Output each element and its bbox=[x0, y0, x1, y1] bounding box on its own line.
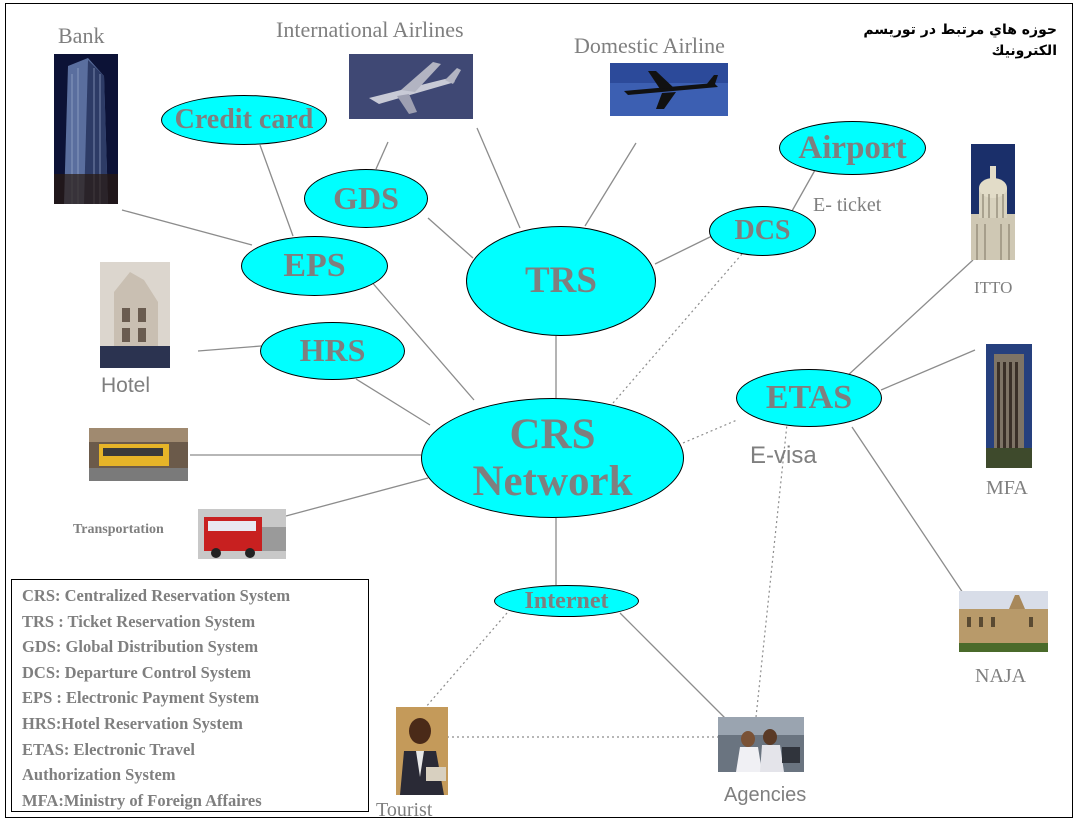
bank-building-image bbox=[54, 54, 118, 204]
airport-node-label: Airport bbox=[798, 129, 907, 166]
dcs-node[interactable]: DCS bbox=[709, 206, 816, 256]
line-etas-naja bbox=[851, 426, 964, 594]
internet-node[interactable]: Internet bbox=[494, 585, 639, 617]
eps-node-label: EPS bbox=[283, 247, 346, 285]
gds-node[interactable]: GDS bbox=[304, 169, 428, 228]
crs-node-label: CRS bbox=[509, 410, 596, 458]
tourist-label: Tourist bbox=[376, 799, 433, 821]
legend-item-gds: GDS: Global Distribution System bbox=[22, 637, 259, 657]
page-title: حوزه هاي مرتبط در توريسم الكترونيك bbox=[863, 22, 1057, 59]
abbreviation-legend: CRS: Centralized Reservation System TRS … bbox=[11, 579, 369, 812]
legend-item-dcs: DCS: Departure Control System bbox=[22, 662, 251, 682]
crs-node-network-label: Network bbox=[472, 458, 633, 505]
line-creditcard-eps bbox=[259, 144, 294, 237]
airport-node[interactable]: Airport bbox=[779, 121, 926, 175]
domestic-airplane-image bbox=[610, 63, 728, 116]
trs-node-label: TRS bbox=[525, 259, 597, 301]
international-airplane-image bbox=[349, 54, 473, 119]
mfa-label: MFA bbox=[986, 477, 1028, 499]
agencies-label: Agencies bbox=[724, 784, 807, 806]
crs-network-node[interactable]: CRS Network bbox=[421, 398, 684, 518]
e-ticket-label: E- ticket bbox=[813, 194, 882, 216]
line-trs-domestic bbox=[584, 142, 637, 227]
line-gds-intl bbox=[375, 141, 389, 170]
etas-node-label: ETAS bbox=[765, 379, 853, 417]
legend-item-mfa: MFA:Ministry of Foreign Affaires bbox=[22, 790, 262, 810]
line-hotel-hrs bbox=[197, 345, 262, 352]
dotted-agencies-etas bbox=[755, 423, 788, 718]
mfa-building-image bbox=[986, 344, 1032, 468]
itto-building-image bbox=[971, 144, 1015, 260]
naja-building-image bbox=[959, 591, 1048, 652]
credit-card-node-label: Credit card bbox=[174, 103, 314, 135]
tourist-photo-image bbox=[396, 707, 448, 795]
dotted-crs-etas bbox=[682, 419, 738, 444]
legend-item-hrs: HRS:Hotel Reservation System bbox=[22, 713, 243, 733]
line-crs-eps bbox=[369, 279, 475, 401]
gds-node-label: GDS bbox=[333, 179, 399, 216]
line-crs-hrs bbox=[355, 378, 431, 426]
naja-label: NAJA bbox=[975, 665, 1027, 687]
credit-card-node[interactable]: Credit card bbox=[161, 95, 327, 145]
tram-image bbox=[89, 428, 188, 481]
legend-item-trs: TRS : Ticket Reservation System bbox=[22, 611, 256, 631]
hrs-node[interactable]: HRS bbox=[260, 322, 405, 380]
bank-label: Bank bbox=[58, 23, 105, 48]
hotel-label: Hotel bbox=[101, 374, 151, 397]
internet-node-label: Internet bbox=[524, 587, 609, 614]
eps-node[interactable]: EPS bbox=[241, 236, 388, 296]
transportation-label: Transportation bbox=[73, 522, 164, 537]
legend-item-etas-cont: Authorization System bbox=[22, 765, 176, 785]
legend-item-crs: CRS: Centralized Reservation System bbox=[22, 586, 291, 605]
line-bank-eps bbox=[121, 209, 253, 246]
trs-node[interactable]: TRS bbox=[466, 226, 656, 336]
e-visa-label: E-visa bbox=[750, 442, 817, 469]
international-airlines-label: International Airlines bbox=[276, 17, 464, 42]
line-trs-intl bbox=[476, 127, 521, 229]
line-trs-dcs bbox=[654, 235, 713, 265]
line-etas-itto bbox=[845, 259, 974, 378]
hotel-building-image bbox=[100, 262, 170, 368]
domestic-airline-label: Domestic Airline bbox=[574, 33, 725, 58]
line-etas-mfa bbox=[880, 349, 976, 391]
hrs-node-label: HRS bbox=[299, 332, 366, 369]
line-trs-gds bbox=[427, 217, 474, 259]
dcs-node-label: DCS bbox=[734, 214, 791, 246]
legend-item-eps: EPS : Electronic Payment System bbox=[22, 688, 260, 708]
agencies-photo-image bbox=[718, 717, 804, 772]
transport-bus-image bbox=[198, 509, 286, 559]
diagram-frame bbox=[5, 3, 1073, 818]
dotted-internet-tourist bbox=[424, 612, 508, 709]
line-internet-agencies bbox=[619, 612, 730, 723]
etas-node[interactable]: ETAS bbox=[736, 369, 882, 427]
line-crs-transport bbox=[285, 477, 429, 517]
legend-item-etas: ETAS: Electronic Travel bbox=[22, 739, 195, 759]
itto-label: ITTO bbox=[974, 278, 1013, 297]
